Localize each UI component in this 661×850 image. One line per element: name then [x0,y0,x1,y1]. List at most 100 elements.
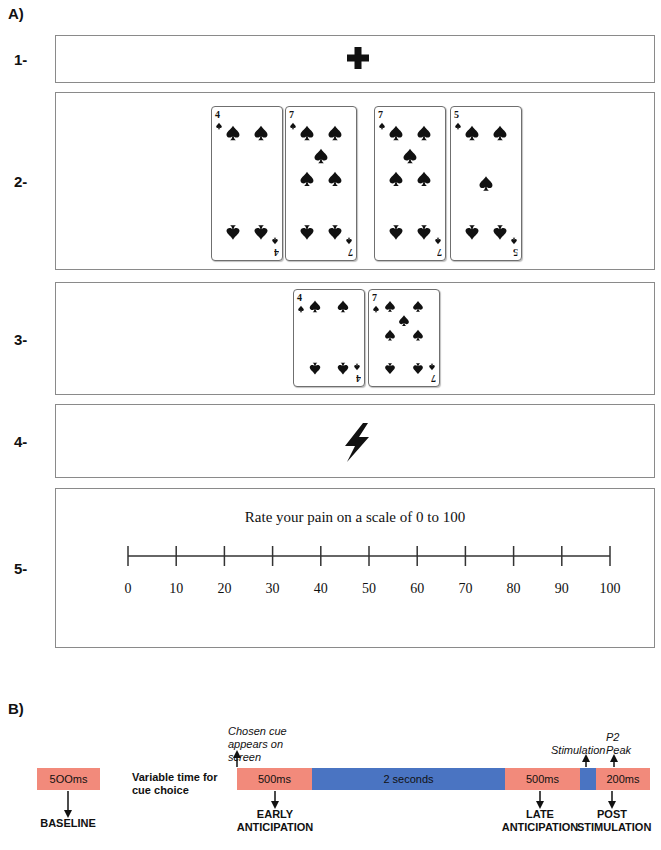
panel-box: 5-Rate your pain on a scale of 0 to 100 [55,488,655,648]
scale-number: 70 [445,581,485,597]
spade-pip [466,225,479,239]
scale-number: 20 [204,581,244,597]
spade-pip [429,364,435,370]
timeline-gap [580,768,596,790]
spade-pip [227,126,240,140]
timeline-label: BASELINE [28,817,108,830]
scale-number: 100 [590,581,630,597]
card-rank: 4 [297,292,302,303]
panel-box: 2-44777755 [55,92,655,270]
timeline-segment: 2 seconds [312,768,505,790]
spade-pip [329,225,342,239]
panel-box: 3-4477 [55,282,655,395]
rating-scale [128,546,610,566]
spade-pip [404,149,417,163]
spade-pip [310,363,321,375]
card-pips [212,107,282,260]
spade-pip [435,238,441,244]
leader-arrows [68,754,614,814]
playing-card: 55 [450,106,522,261]
step-number: 1- [14,51,27,68]
playing-card: 77 [368,289,440,387]
card-rank: 5 [454,109,459,120]
spade-pip [298,306,304,312]
spade-pip [385,330,395,341]
spade-pip [338,300,349,312]
spade-pip [329,126,342,140]
timeline-segment: 200ms [596,768,650,790]
segment-duration: 2 seconds [383,773,433,785]
playing-card: 77 [285,106,357,261]
step-number: 4- [14,433,27,450]
fixation-cross [347,55,369,62]
step-number: 3- [14,330,27,347]
spade-pip [255,225,268,239]
spade-pip [301,172,314,186]
scale-number: 40 [301,581,341,597]
lightning-bolt [345,423,369,462]
segment-duration: 5OOms [50,773,88,785]
timeline-label: LATE ANTICIPATION [500,808,580,834]
card-rank: 4 [274,247,279,258]
timeline-label: P2 Peak [606,731,636,757]
spade-pip [373,306,379,312]
spade-pip [466,126,479,140]
segment-duration: 200ms [606,773,639,785]
timeline-segment: 500ms [237,768,312,790]
playing-card: 44 [211,106,283,261]
spade-pip [413,330,423,341]
playing-card: 44 [293,289,365,387]
spade-pip [272,238,278,244]
spade-pip [290,123,296,129]
spade-pip [310,300,321,312]
panel-box: 4- [55,404,655,478]
spade-pip [413,363,423,374]
panel-label: A) [8,5,48,22]
card-rank: 7 [431,373,436,384]
timeline-label: Stimulation [551,744,611,757]
card-pips [375,107,445,260]
card-rank: 5 [513,247,518,258]
spade-pip [390,172,403,186]
card-rank: 7 [372,292,377,303]
spade-pip [346,238,352,244]
spade-pip [511,238,517,244]
spade-pip [413,301,423,312]
card-pips [451,107,521,260]
spade-pip [301,225,314,239]
card-rank: 4 [356,373,361,384]
timeline-segment: 5OOms [37,768,100,790]
card-rank: 7 [437,247,442,258]
card-rank: 7 [289,109,294,120]
spade-pip [338,363,349,375]
timeline-segment: 500ms [505,768,580,790]
card-rank: 7 [378,109,383,120]
spade-pip [227,225,240,239]
spade-pip [379,123,385,129]
card-pips [369,290,439,386]
spade-pip [390,126,403,140]
scale-number: 30 [253,581,293,597]
card-pips [294,290,364,386]
spade-pip [255,126,268,140]
scale-number: 10 [156,581,196,597]
panel-box: 1- [55,35,655,83]
spade-pip [385,363,395,374]
spade-pip [385,301,395,312]
step-number: 2- [14,173,27,190]
segment-duration: 500ms [258,773,291,785]
scale-number: 80 [494,581,534,597]
panel-label: B) [8,700,48,717]
rating-prompt: Rate your pain on a scale of 0 to 100 [56,509,654,526]
spade-pip [480,176,493,190]
spade-pip [399,315,409,326]
timeline-label: POST STIMULATION [577,808,647,834]
spade-pip [494,225,507,239]
spade-pip [418,126,431,140]
spade-pip [354,364,360,370]
spade-pip [216,123,222,129]
spade-pip [301,126,314,140]
spade-pip [418,225,431,239]
timeline-label: Chosen cue appears on screen [228,725,312,764]
